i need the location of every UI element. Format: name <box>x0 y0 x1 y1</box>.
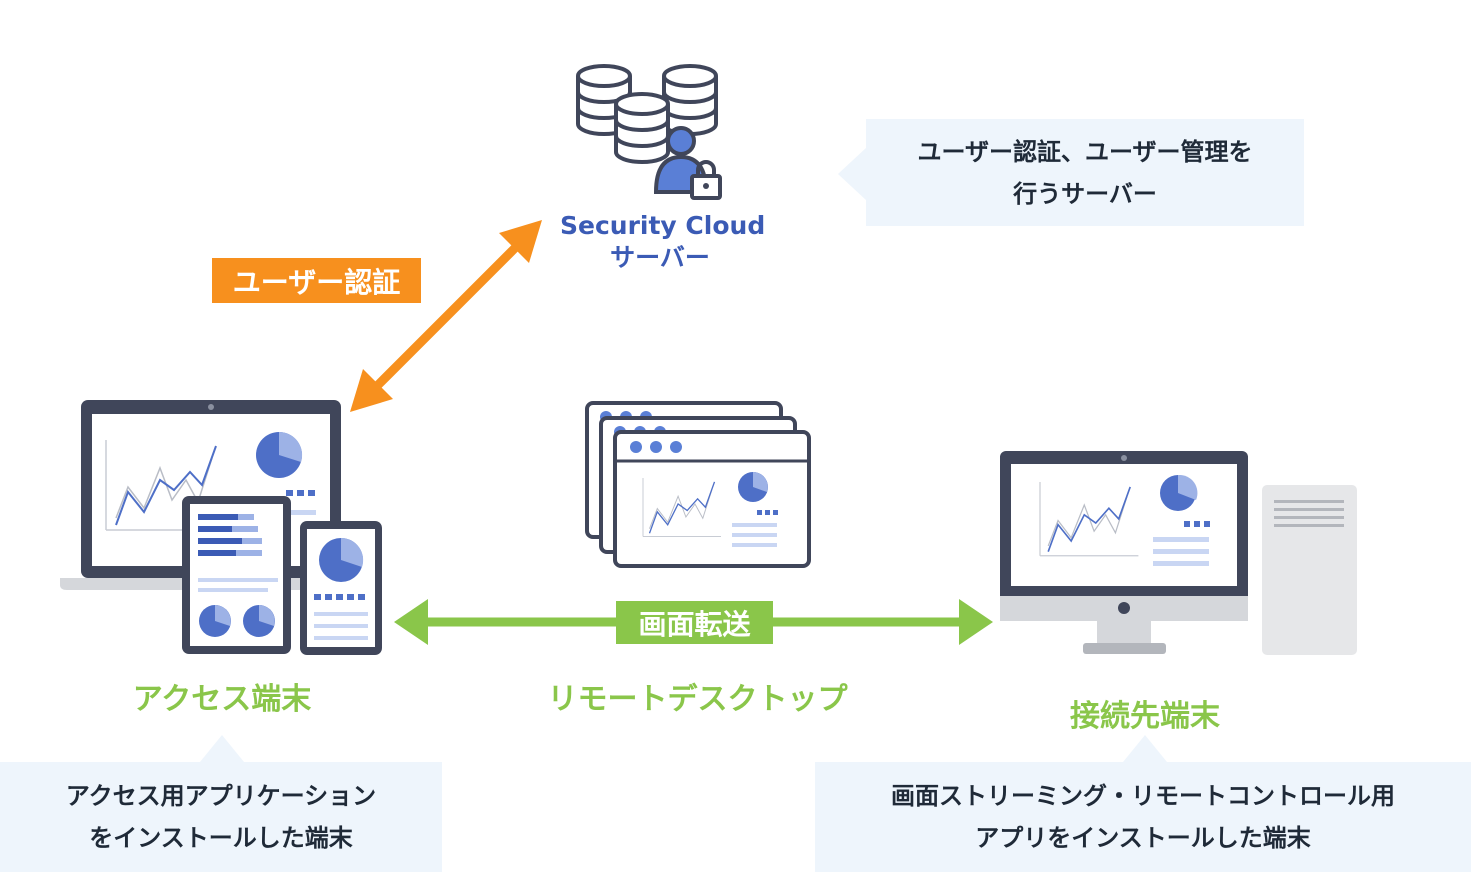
auth-tag-label: ユーザー認証 <box>232 265 401 299</box>
callout-pointer <box>838 148 866 200</box>
server-callout-line2: 行うサーバー <box>1013 179 1157 208</box>
transfer-tag: 画面転送 <box>616 601 773 644</box>
access-device-label: アクセス端末 <box>132 682 312 717</box>
target-callout-line2: アプリをインストールした端末 <box>975 824 1311 852</box>
target-device-callout: 画面ストリーミング・リモートコントロール用 アプリをインストールした端末 <box>815 762 1471 872</box>
callout-pointer <box>1123 735 1167 762</box>
server-label-line2: サーバー <box>610 243 710 272</box>
transfer-tag-label: 画面転送 <box>638 607 751 641</box>
server-callout: ユーザー認証、ユーザー管理を 行うサーバー <box>866 119 1304 226</box>
desktop-monitor-icon <box>1000 451 1248 654</box>
access-callout-line2: をインストールした端末 <box>89 824 353 852</box>
target-callout-line1: 画面ストリーミング・リモートコントロール用 <box>891 782 1395 810</box>
window-stack-icon <box>585 401 811 568</box>
tablet-icon <box>182 496 291 654</box>
database-server-icon <box>576 64 718 164</box>
server-label: Security Cloud サーバー <box>560 210 766 274</box>
server-label-line1: Security Cloud <box>560 211 766 240</box>
callout-pointer <box>200 735 244 762</box>
auth-tag: ユーザー認証 <box>212 258 421 303</box>
pc-tower-icon <box>1262 485 1357 655</box>
auth-double-arrow <box>350 220 542 412</box>
lock-icon <box>690 160 722 200</box>
access-callout-line1: アクセス用アプリケーション <box>65 782 377 810</box>
smartphone-icon <box>300 521 382 655</box>
remote-desktop-label: リモートデスクトップ <box>547 682 848 717</box>
server-callout-line1: ユーザー認証、ユーザー管理を <box>917 137 1253 166</box>
target-device-label: 接続先端末 <box>1070 699 1220 734</box>
access-device-callout: アクセス用アプリケーション をインストールした端末 <box>0 762 442 872</box>
